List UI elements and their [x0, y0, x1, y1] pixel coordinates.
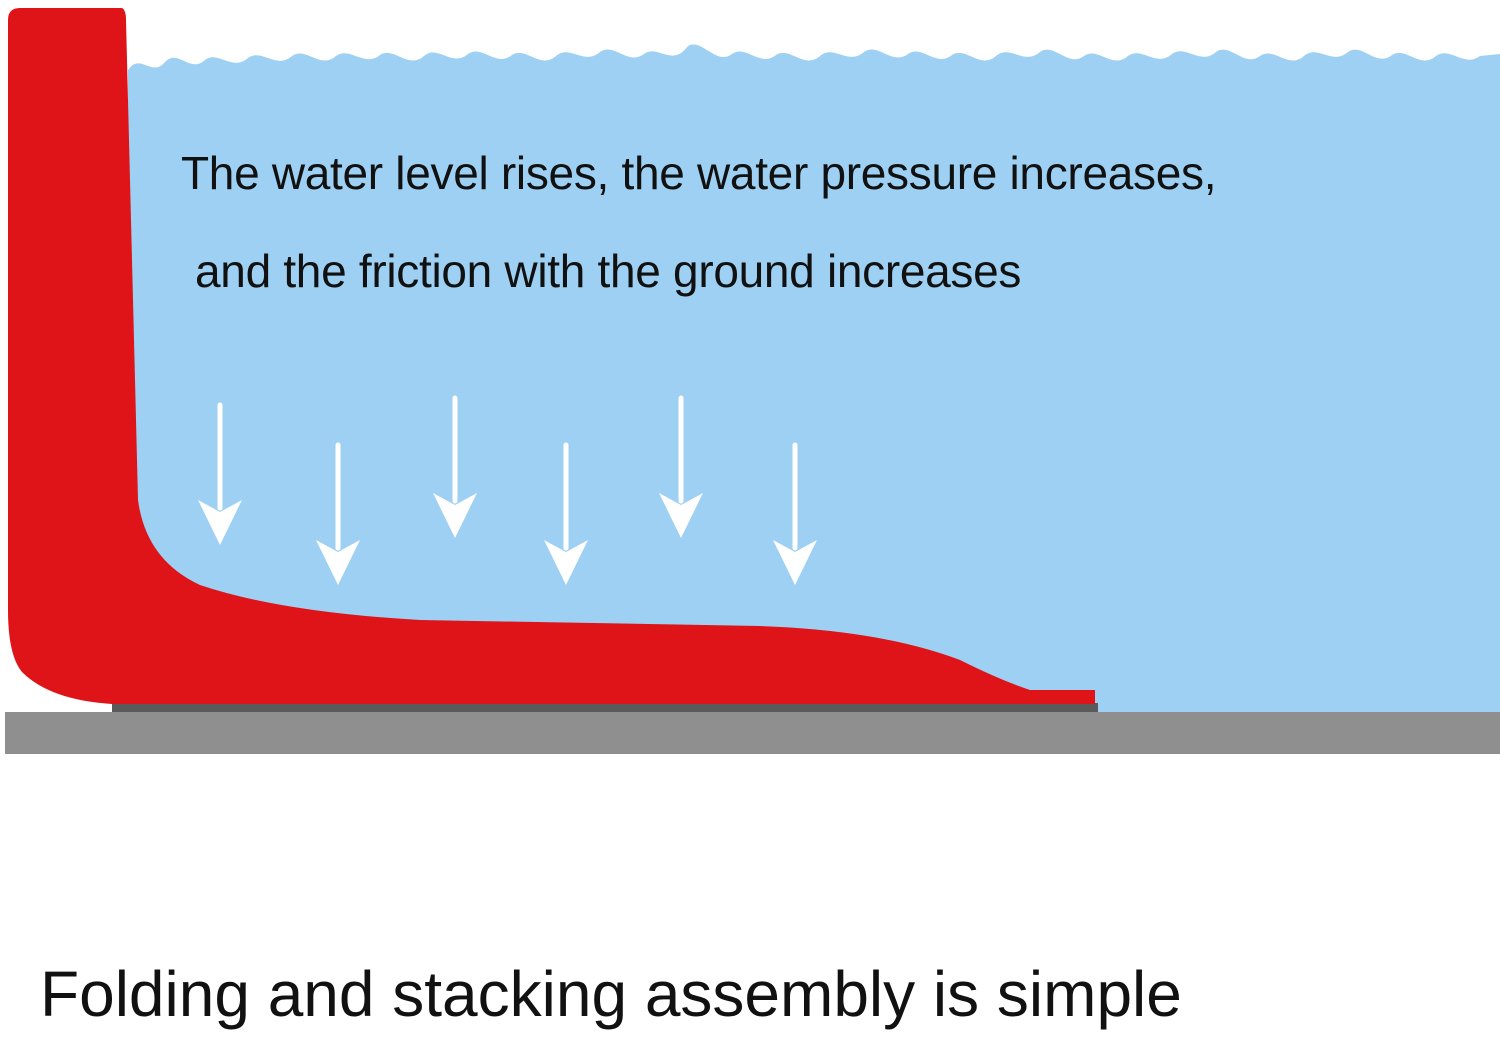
arrow-down-icon [433, 395, 477, 538]
arrow-down-icon [198, 402, 242, 545]
caption: Folding and stacking assembly is simple [40, 958, 1182, 1030]
arrow-down-icon [544, 442, 588, 585]
flood-barrier [8, 8, 1095, 704]
pressure-description-line-2: and the friction with the ground increas… [195, 245, 1022, 297]
arrow-down-icon [659, 395, 703, 538]
pressure-arrows [198, 395, 817, 585]
water-body [128, 44, 1500, 712]
ground-contact-strip [112, 703, 1098, 712]
ground [5, 712, 1500, 754]
arrow-down-icon [316, 442, 360, 585]
arrow-down-icon [773, 442, 817, 585]
pressure-description-line-1: The water level rises, the water pressur… [181, 147, 1217, 199]
